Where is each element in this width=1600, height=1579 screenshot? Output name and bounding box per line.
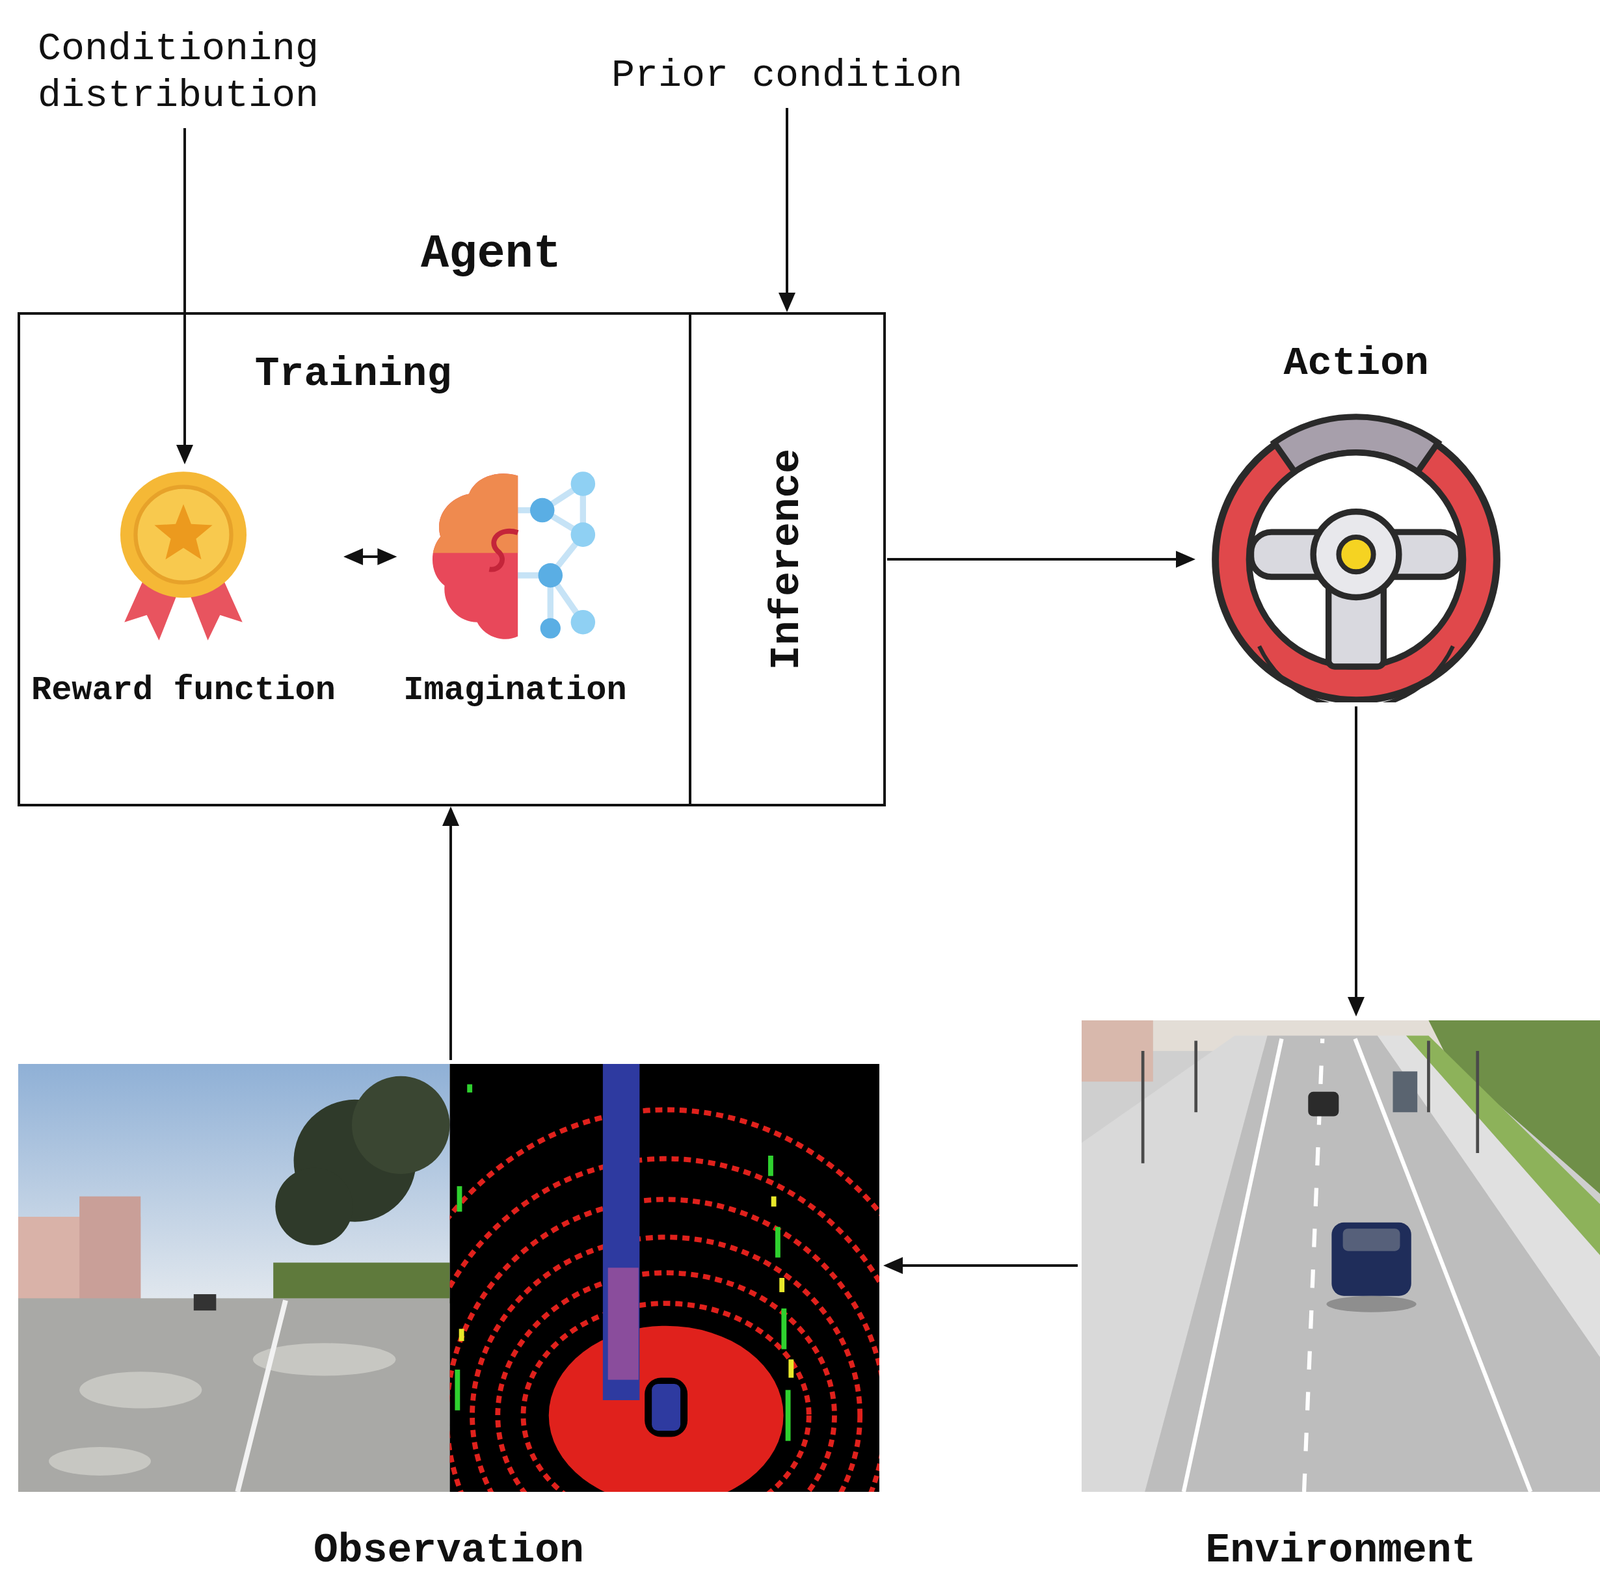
environment-scene — [1081, 1020, 1600, 1493]
arrow-head — [176, 444, 194, 465]
node-label: Reward function — [27, 671, 340, 709]
brain-network-icon — [427, 469, 602, 643]
connector-arrow — [1347, 706, 1365, 1017]
connector-arrow — [343, 548, 397, 566]
node-label: Training — [254, 351, 452, 397]
node-label: Imagination — [399, 671, 631, 709]
action-node: Action — [1198, 341, 1515, 703]
arrow-head — [343, 548, 363, 566]
condition-label: Conditioning distribution — [25, 25, 332, 120]
inference-section: Inference — [688, 314, 884, 804]
node-label: Inference — [764, 448, 810, 670]
connector-arrow — [887, 550, 1196, 568]
node-label: Conditioning distribution — [25, 25, 332, 120]
training-section: Training Reward function Imagination — [20, 314, 689, 804]
connector-arrow — [778, 107, 796, 313]
condition-label: Prior condition — [611, 52, 963, 99]
connector-line — [898, 1264, 1078, 1267]
node-label: Action — [1279, 341, 1433, 386]
connector-arrow — [176, 128, 194, 465]
connector-line — [183, 128, 187, 449]
connector-line — [887, 558, 1180, 561]
observation-node: Observation — [18, 1064, 880, 1574]
arrow-head — [377, 548, 397, 566]
medal-icon — [111, 469, 255, 643]
connector-arrow — [883, 1257, 1078, 1275]
node-label: Observation — [309, 1528, 588, 1574]
node-label: Prior condition — [611, 52, 963, 99]
connector-line — [449, 822, 453, 1061]
steering-wheel-icon — [1198, 411, 1515, 703]
arrow-head — [883, 1257, 903, 1275]
environment-node: Environment — [1081, 1020, 1600, 1574]
arrow-head — [778, 292, 796, 313]
observation-image — [18, 1064, 880, 1493]
imagination-node: Imagination — [399, 469, 631, 709]
connector-line — [1354, 706, 1358, 1001]
node-label: Environment — [1201, 1528, 1481, 1574]
arrow-head — [1347, 997, 1365, 1017]
arrow-head — [1175, 550, 1196, 568]
connector-arrow — [442, 806, 460, 1061]
node-label: Agent — [420, 228, 562, 281]
reward-node: Reward function — [27, 469, 340, 709]
connector-line — [785, 107, 789, 297]
arrow-head — [442, 806, 460, 827]
agent-box: AgentTraining Reward function Imaginatio… — [17, 312, 886, 807]
